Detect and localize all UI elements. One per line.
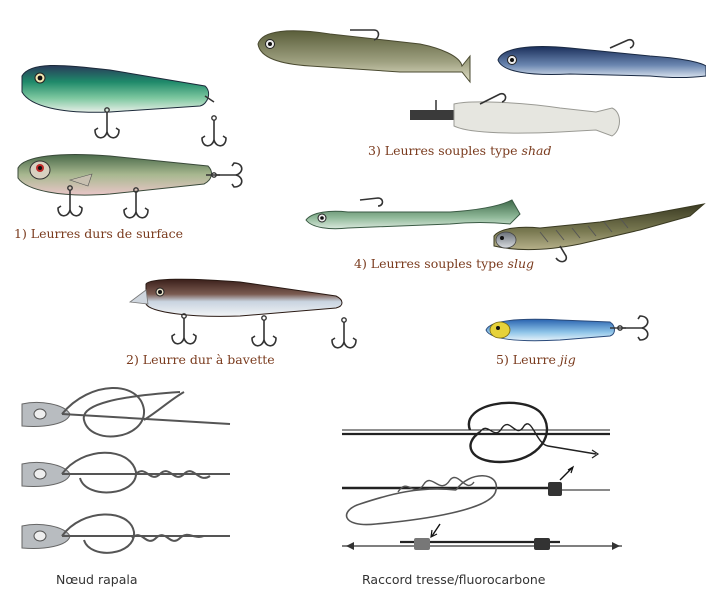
surface-lure-pink (17, 154, 243, 219)
caption-surface-lures: 1) Leurres durs de surface (14, 226, 183, 241)
shad-lure-white (410, 92, 620, 137)
shad-lure-blue (497, 38, 706, 78)
caption-jig-italic: jig (559, 352, 576, 367)
caption-shad-prefix: 3) Leurres souples type (368, 143, 522, 158)
jig-hook-icon (616, 315, 649, 341)
caption-shad-italic: shad (521, 143, 552, 158)
jig-lure (485, 315, 649, 342)
caption-shad-lures: 3) Leurres souples type shad (368, 143, 551, 158)
caption-diving-lure: 2) Leurre dur à bavette (126, 352, 275, 367)
caption-slug-italic: slug (507, 256, 534, 271)
slug-lure-dark (493, 203, 706, 263)
braid-fluoro-connection-diagram (342, 401, 622, 550)
surface-lure-green (21, 64, 227, 147)
diving-lure-minnow (128, 278, 357, 349)
shad-lure-olive (257, 29, 471, 84)
caption-slug-prefix: 4) Leurres souples type (354, 256, 508, 271)
treble-hook-icon (171, 312, 197, 345)
caption-braid-fluoro: Raccord tresse/fluorocarbone (362, 572, 546, 587)
treble-hook-icon (201, 115, 227, 147)
caption-jig-lure: 5) Leurre jig (496, 352, 576, 367)
rapala-knot-diagram (21, 387, 231, 554)
caption-rapala-knot: Nœud rapala (56, 572, 138, 587)
treble-hook-icon (251, 314, 277, 347)
caption-jig-prefix: 5) Leurre (496, 352, 560, 367)
caption-slug-lures: 4) Leurres souples type slug (354, 256, 534, 271)
slug-lure-green (305, 197, 521, 230)
treble-hook-icon (331, 316, 357, 349)
